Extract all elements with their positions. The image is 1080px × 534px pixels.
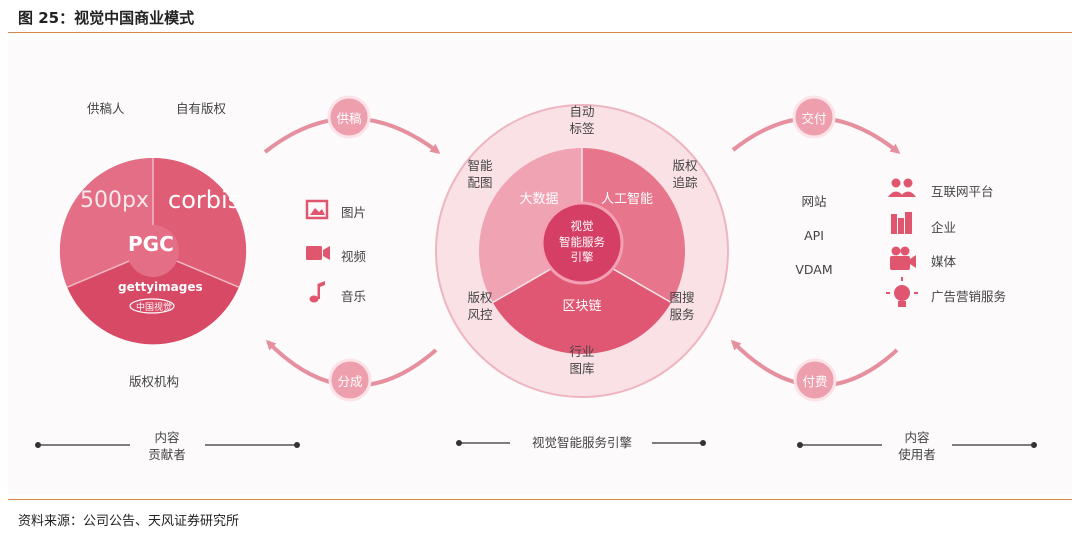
engine-core-line-1: 视觉 bbox=[570, 219, 594, 233]
title-divider bbox=[8, 32, 1072, 33]
brand-getty: gettyimages bbox=[118, 280, 203, 294]
consumers-caption: 内容 使用者 bbox=[898, 430, 936, 462]
own-copyright-label: 自有版权 bbox=[176, 101, 227, 116]
brand-corbis: corbis bbox=[168, 186, 241, 214]
brand-cvg: 中国视觉 bbox=[136, 303, 173, 313]
internet-platform-icon bbox=[888, 178, 916, 197]
user-ad-marketing: 广告营销服务 bbox=[931, 289, 1007, 304]
label-copyright-tracking: 版权 追踪 bbox=[672, 158, 698, 190]
media-music-label: 音乐 bbox=[341, 289, 367, 304]
engine-line bbox=[456, 440, 706, 446]
supply-badge bbox=[327, 95, 371, 139]
label-image-search: 图搜 服务 bbox=[669, 290, 695, 322]
ad-marketing-icon bbox=[886, 277, 918, 307]
cvg-logo bbox=[129, 298, 175, 314]
label-smart-matching: 智能 配图 bbox=[467, 158, 493, 190]
pie-slice-getty bbox=[67, 251, 239, 345]
figure-title: 图 25：视觉中国商业模式 bbox=[18, 9, 195, 27]
user-internet-platform: 互联网平台 bbox=[931, 184, 994, 199]
video-icon bbox=[306, 246, 330, 260]
user-media: 媒体 bbox=[931, 254, 957, 269]
media-image-label: 图片 bbox=[341, 205, 367, 220]
pay-badge bbox=[793, 358, 837, 402]
media-camera-icon bbox=[890, 246, 916, 270]
segment-blockchain bbox=[492, 251, 672, 354]
channel-vdam: VDAM bbox=[795, 262, 833, 277]
contributors-caption: 内容 贡献者 bbox=[148, 430, 186, 462]
media-video-label: 视频 bbox=[341, 249, 367, 264]
engine-core-line-2: 智能服务 bbox=[559, 234, 605, 249]
pgc-label: PGC bbox=[128, 232, 174, 256]
contributors-line bbox=[35, 442, 300, 448]
share-badge bbox=[328, 358, 372, 402]
channel-website: 网站 bbox=[801, 194, 827, 209]
brand-500px: 500px bbox=[80, 188, 149, 213]
label-industry-gallery: 行业 图库 bbox=[569, 344, 595, 376]
source-divider bbox=[8, 499, 1072, 500]
engine-caption: 视觉智能服务引擎 bbox=[531, 435, 632, 450]
engine-diagram bbox=[435, 104, 729, 398]
engine-core-line-3: 引擎 bbox=[570, 250, 594, 265]
deliver-badge bbox=[792, 95, 836, 139]
source-note: 资料来源：公司公告、天风证券研究所 bbox=[18, 514, 240, 529]
label-ai: 人工智能 bbox=[600, 192, 653, 207]
engine-core bbox=[540, 201, 624, 285]
share-badge-label: 分成 bbox=[337, 374, 363, 389]
pgc-pie bbox=[59, 157, 247, 345]
supply-badge-label: 供稿 bbox=[336, 111, 362, 126]
copyright-agency-label: 版权机构 bbox=[129, 374, 180, 389]
contributor-label: 供稿人 bbox=[87, 101, 125, 116]
label-blockchain: 区块链 bbox=[562, 299, 602, 314]
engine-core-label: 视觉 智能服务 引擎 bbox=[545, 219, 619, 266]
label-big-data: 大数据 bbox=[519, 192, 559, 207]
pay-badge-label: 付费 bbox=[802, 374, 828, 389]
user-enterprise: 企业 bbox=[931, 220, 957, 235]
channel-api: API bbox=[804, 228, 824, 243]
label-copyright-risk: 版权 风控 bbox=[467, 290, 493, 322]
enterprise-icon bbox=[891, 212, 912, 234]
music-icon bbox=[309, 281, 325, 303]
consumers-line bbox=[797, 442, 1037, 448]
deliver-badge-label: 交付 bbox=[801, 111, 827, 126]
image-icon bbox=[305, 199, 329, 220]
label-auto-tagging: 自动 标签 bbox=[569, 104, 595, 136]
